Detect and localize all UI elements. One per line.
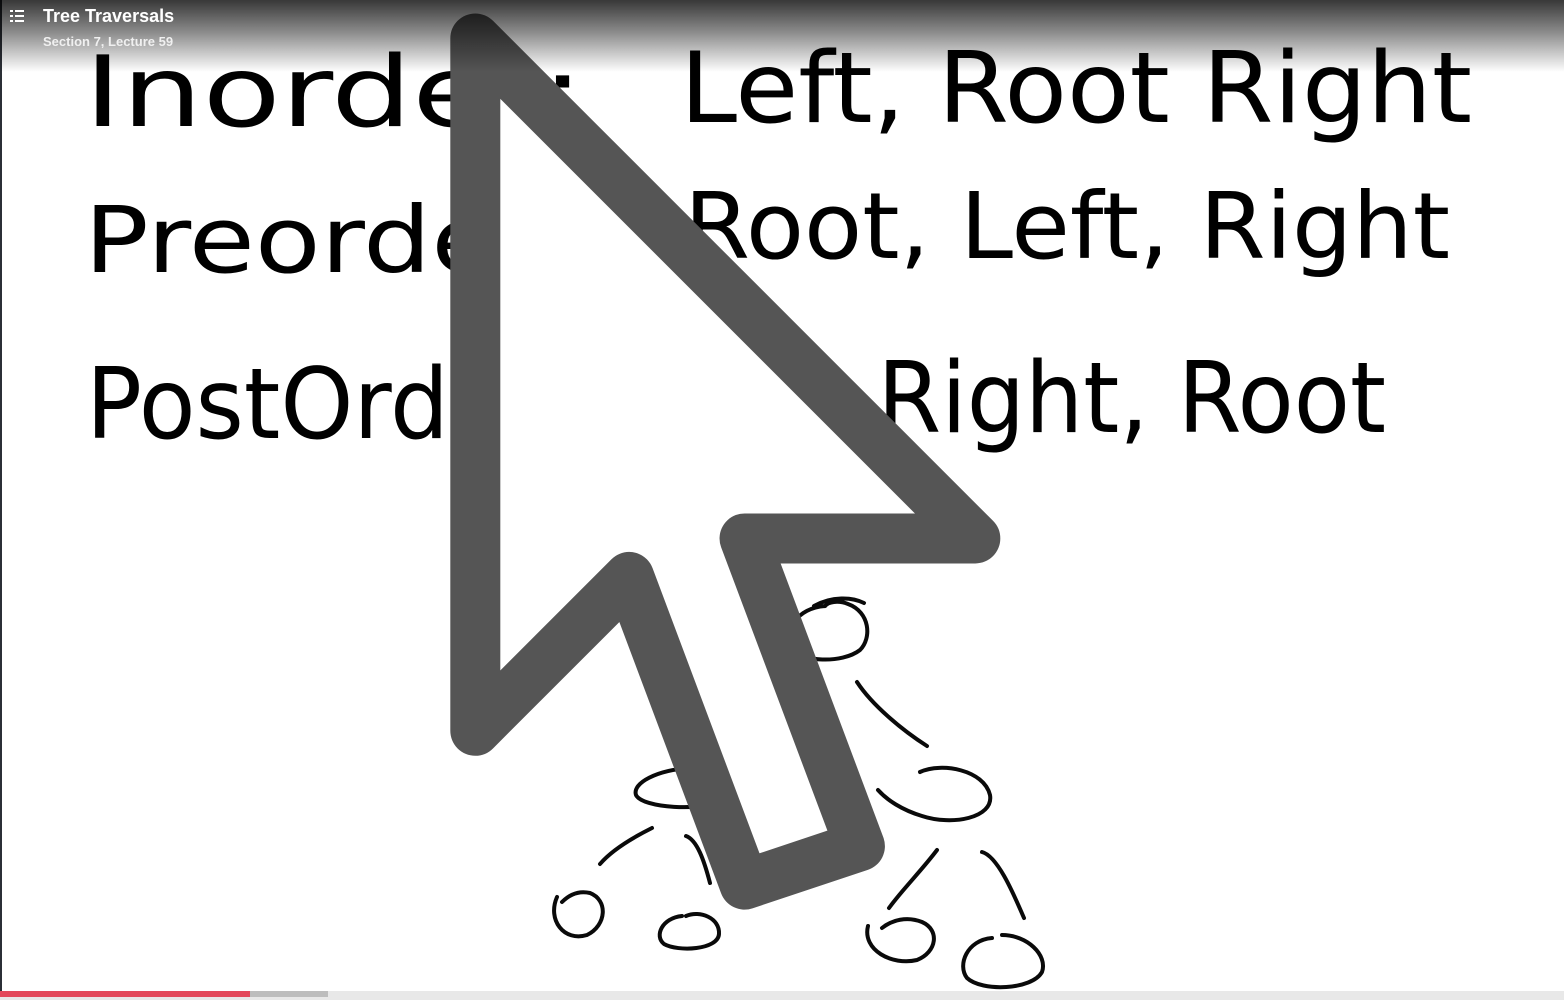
tree-edge-right-left [887,848,939,910]
title-bar: Tree Traversals Section 7, Lecture 59 [0,0,1564,72]
list-icon[interactable] [10,9,28,25]
line-preorder-steps: Root, Left, Right [684,173,1450,280]
tree-node-right [876,765,993,823]
tree-edge-left-right [684,834,712,885]
video-progress-bar[interactable] [0,991,1564,1000]
lecture-subtitle: Section 7, Lecture 59 [43,34,174,49]
tree-leaf-3 [865,917,936,964]
tree-leaf-2 [657,912,721,951]
tree-edge-root-right [855,680,929,748]
progress-played [0,991,251,997]
tree-leaf-1 [552,890,605,939]
lecture-title: Tree Traversals [43,6,175,26]
window-edge [0,0,2,1000]
tree-leaf-4 [961,933,1046,990]
tree-edge-left-left [598,826,654,866]
tree-edge-right-right [980,850,1026,920]
